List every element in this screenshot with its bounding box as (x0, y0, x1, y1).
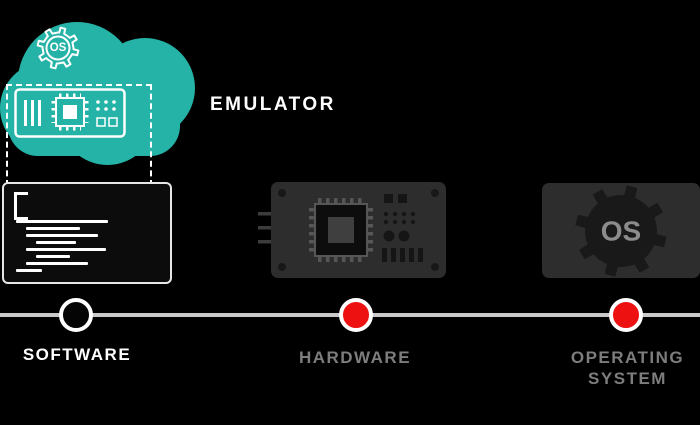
code-lines (16, 220, 108, 276)
code-line (16, 269, 42, 272)
emulation-link-dashed-box (6, 84, 152, 186)
emulator-label: EMULATOR (210, 94, 336, 115)
code-line (26, 248, 106, 251)
os-gear-label: OS (601, 216, 641, 247)
code-line (26, 262, 88, 265)
cloud-os-gear-icon: OS (36, 26, 80, 70)
os-gear-icon: OS (575, 185, 667, 277)
timeline-dot-operating-system (609, 298, 643, 332)
cloud-gear-os-label: OS (50, 42, 67, 54)
timeline-label-operating-system: OPERATING SYSTEM (570, 348, 685, 389)
timeline-label-hardware: HARDWARE (298, 348, 412, 367)
code-line (36, 241, 76, 244)
cloud-circuit-board-icon (14, 88, 126, 138)
code-bracket-icon (14, 192, 28, 220)
code-line (26, 227, 80, 230)
software-code-window-icon (2, 182, 172, 284)
hardware-board-icon (258, 182, 446, 278)
code-line (16, 220, 108, 223)
os-panel-icon: OS (542, 183, 700, 278)
timeline-dot-software (59, 298, 93, 332)
code-line (26, 234, 98, 237)
timeline-dot-hardware (339, 298, 373, 332)
code-line (36, 255, 70, 258)
timeline-label-software: SOFTWARE (22, 345, 132, 364)
